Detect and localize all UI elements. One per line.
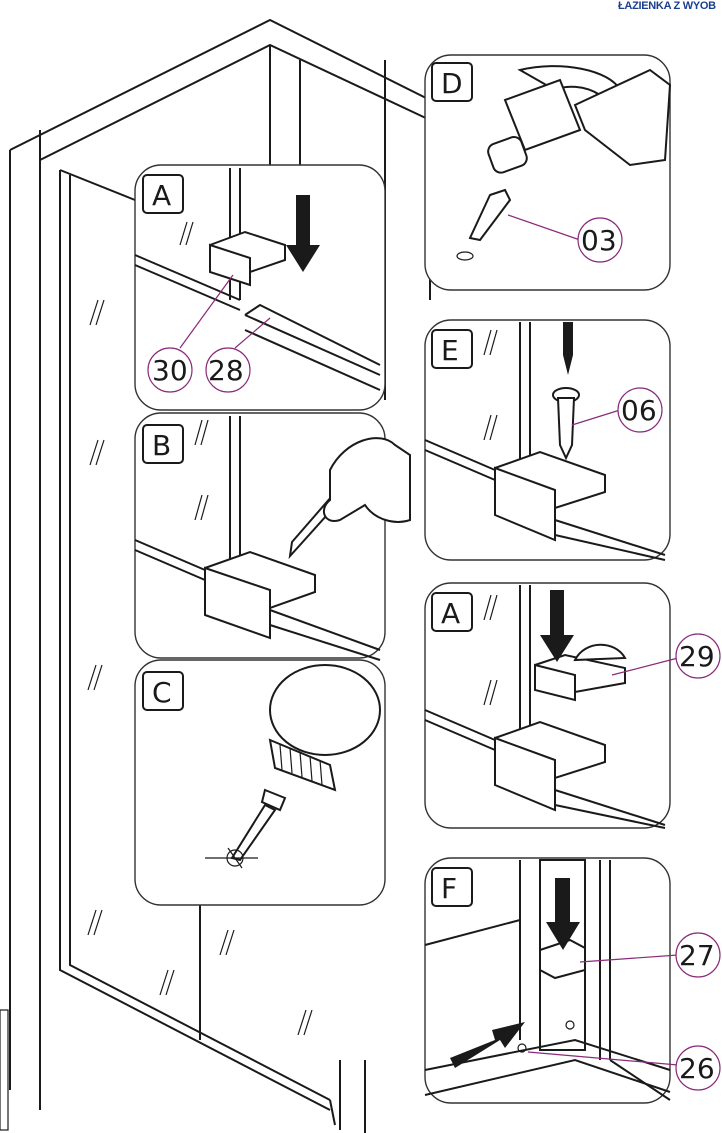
step-letter: E (441, 334, 459, 367)
step-panel-f: F 27 26 (424, 857, 721, 1104)
arrow-diagonal-icon (450, 1022, 525, 1068)
step-letter: C (152, 676, 172, 709)
step-letter: D (441, 67, 463, 100)
hammer-icon (487, 65, 672, 174)
step-panel-e: E 06 (424, 319, 671, 561)
part-number: 26 (679, 1052, 715, 1085)
step-letter: A (152, 179, 171, 212)
step-label-box (142, 424, 184, 464)
step-label-box (431, 592, 473, 632)
part-number: 28 (208, 354, 244, 387)
step-panel-a-right: A 29 (424, 582, 721, 829)
screwdriver-icon (563, 322, 573, 375)
step-label-box (142, 671, 184, 711)
arrow-down-icon (286, 195, 320, 272)
part-number: 03 (581, 224, 617, 257)
part-number: 06 (621, 394, 657, 427)
step-label-box (431, 329, 473, 369)
arrow-down-icon (540, 590, 574, 662)
step-panel-d: D 03 (424, 54, 672, 291)
step-letter: A (441, 597, 460, 630)
step-panel-a-top: A 30 28 (134, 164, 386, 411)
wall-plug-icon (468, 188, 512, 242)
screw-icon (552, 387, 580, 461)
part-number: 29 (679, 640, 715, 673)
part-number: 30 (152, 354, 188, 387)
step-letter: B (152, 429, 171, 462)
step-label-box (431, 867, 473, 907)
brand-logo-text: ŁAZIENKA Z WYOB (618, 0, 716, 12)
step-panel-b: B (134, 412, 411, 661)
step-letter: F (441, 872, 457, 905)
step-label-box (431, 62, 473, 102)
arrow-down-icon (546, 878, 580, 950)
part-number: 27 (679, 939, 715, 972)
drill-icon (230, 664, 381, 862)
step-label-box (142, 174, 184, 214)
hand-icon (322, 437, 411, 523)
step-panel-c: C (134, 659, 386, 906)
